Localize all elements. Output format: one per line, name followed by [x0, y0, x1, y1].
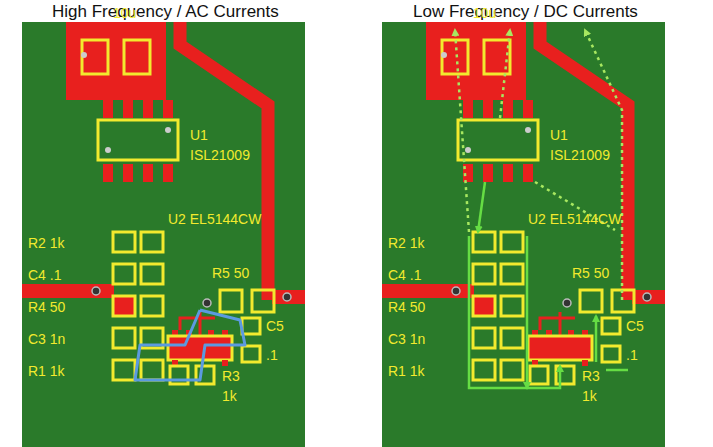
part-value: .1 [266, 348, 278, 362]
part-number: ISL21009 [190, 148, 250, 162]
part-label: C3 1n [388, 332, 425, 346]
part-label: R5 50 [212, 266, 249, 280]
current-arrow [595, 316, 598, 362]
return-arrow [455, 30, 469, 232]
part-number: ISL21009 [550, 148, 610, 162]
panel-title: High Frequency / AC Currents [52, 3, 279, 20]
part-value: 1k [582, 389, 597, 403]
part-label: C3 1n [28, 332, 65, 346]
part-label: R2 1k [388, 236, 425, 250]
part-name: U1 [550, 128, 568, 142]
part-name: U2 EL5144CW [168, 212, 261, 226]
current-line [606, 369, 628, 372]
part-name: U1 [190, 128, 208, 142]
part-value: 10u [113, 6, 136, 20]
part-name: R3 [222, 369, 240, 383]
dc-current-paths [455, 30, 628, 388]
part-label: C4 .1 [28, 268, 61, 282]
pcb-board [22, 22, 305, 447]
part-value: 1k [222, 389, 237, 403]
panel-title: Low Frequency / DC Currents [413, 3, 638, 20]
part-label: R4 50 [388, 300, 425, 314]
pcb-board [382, 22, 665, 447]
part-label: C4 .1 [388, 268, 421, 282]
part-label: R2 1k [28, 236, 65, 250]
current-arrow [469, 236, 560, 388]
part-name: R3 [582, 369, 600, 383]
part-value: .1 [626, 348, 638, 362]
part-value: 10u [473, 6, 496, 20]
part-name: C5 [626, 319, 644, 333]
part-label: R1 1k [388, 364, 425, 378]
part-name: U2 EL5144CW [528, 212, 621, 226]
return-arrow [500, 30, 510, 118]
current-arrow [526, 236, 529, 388]
part-name: C5 [266, 319, 284, 333]
return-arrow [585, 30, 622, 300]
current-arrow [478, 182, 485, 232]
part-label: R4 50 [28, 300, 65, 314]
part-label: R5 50 [572, 266, 609, 280]
part-label: R1 1k [28, 364, 65, 378]
